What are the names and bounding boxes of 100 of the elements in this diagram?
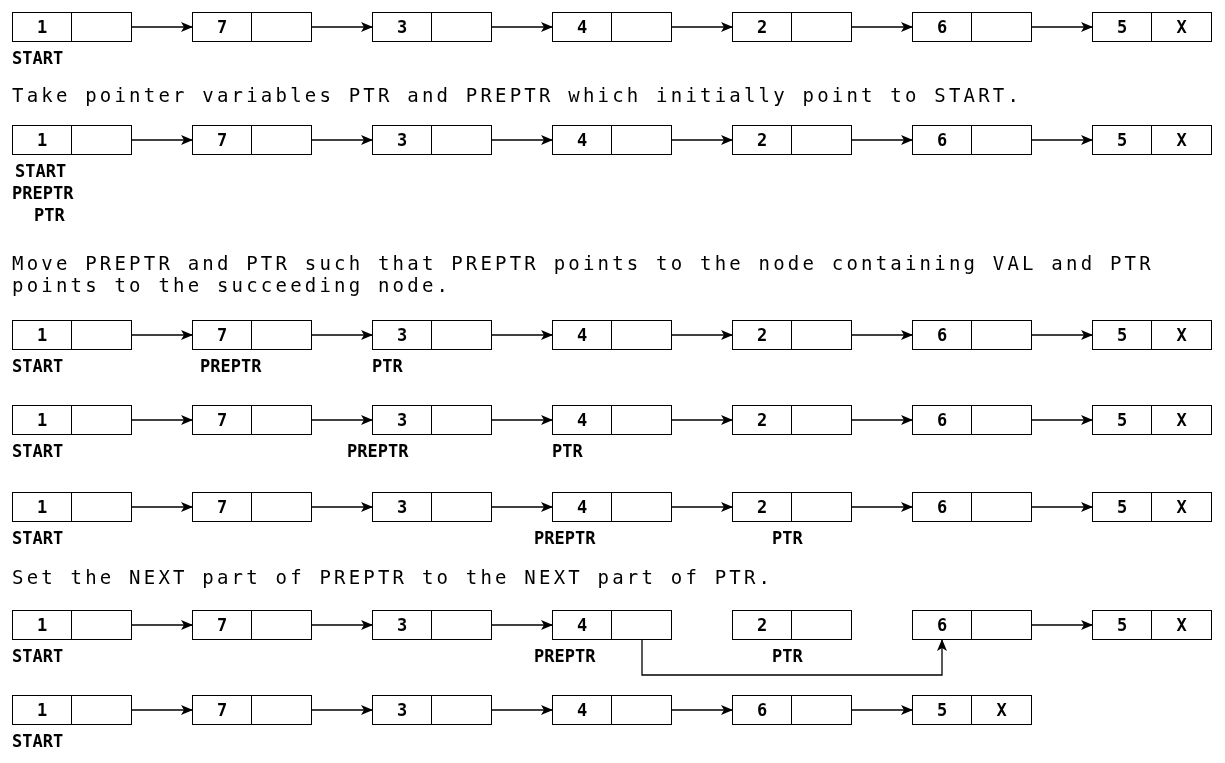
node-value: 6	[936, 497, 948, 517]
step-description: Move PREPTR and PTR such that PREPTR points to the node containing VAL and PTR points to the succeeding node.	[12, 252, 1155, 296]
arrow	[671, 502, 733, 512]
arrow	[131, 620, 193, 630]
null-pointer: X	[1176, 17, 1187, 37]
list-node-box	[372, 125, 492, 155]
list-node-box	[12, 125, 132, 155]
node-value: 1	[36, 17, 48, 37]
arrow	[1031, 22, 1093, 32]
node-value: 1	[36, 410, 48, 430]
step-description: Take pointer variables PTR and PREPTR which initially point to START.	[12, 84, 1024, 106]
pointer-label: START	[12, 528, 64, 548]
pointer-label: START	[12, 646, 64, 666]
pointer-label: PTR	[772, 646, 803, 666]
list-node-box	[372, 492, 492, 522]
node-value: 3	[396, 325, 408, 345]
node-value: 5	[1116, 325, 1128, 345]
node-value: 1	[36, 130, 48, 150]
list-node-box	[552, 695, 672, 725]
arrow	[311, 135, 373, 145]
arrow	[851, 135, 913, 145]
arrow	[1031, 502, 1093, 512]
arrow	[1031, 620, 1093, 630]
node-value: 7	[216, 410, 228, 430]
node-value: 4	[576, 130, 588, 150]
node-value: 6	[936, 410, 948, 430]
list-node-box	[912, 695, 1032, 725]
arrow	[851, 705, 913, 715]
arrow	[671, 330, 733, 340]
pointer-label: PREPTR	[12, 183, 74, 203]
arrow	[851, 502, 913, 512]
arrow	[1031, 330, 1093, 340]
node-value: 5	[1116, 130, 1128, 150]
node-value: 3	[396, 497, 408, 517]
node-value: 7	[216, 325, 228, 345]
list-node-box	[732, 405, 852, 435]
pointer-label: PTR	[772, 528, 803, 548]
list-node-box	[12, 320, 132, 350]
arrow	[311, 330, 373, 340]
node-value: 7	[216, 497, 228, 517]
arrow	[671, 22, 733, 32]
list-node-box	[912, 492, 1032, 522]
pointer-label: PTR	[552, 441, 583, 461]
arrow	[851, 415, 913, 425]
arrow	[131, 705, 193, 715]
arrow	[131, 502, 193, 512]
arrow	[851, 22, 913, 32]
pointer-label: PREPTR	[347, 441, 409, 461]
arrow	[671, 135, 733, 145]
node-value: 2	[756, 130, 768, 150]
arrow	[491, 22, 553, 32]
list-node-box	[1092, 12, 1212, 42]
node-value: 1	[36, 325, 48, 345]
list-node-box	[12, 492, 132, 522]
node-value: 1	[36, 615, 48, 635]
list-node-box	[912, 405, 1032, 435]
node-value: 5	[1116, 615, 1128, 635]
list-node-box	[12, 405, 132, 435]
node-value: 2	[756, 497, 768, 517]
list-node-box	[552, 320, 672, 350]
arrow	[491, 415, 553, 425]
arrow	[671, 415, 733, 425]
list-node-box	[12, 12, 132, 42]
pointer-label: START	[12, 731, 64, 751]
arrow	[131, 330, 193, 340]
pointer-label: START	[15, 161, 67, 181]
list-node-box	[732, 320, 852, 350]
node-value: 2	[756, 325, 768, 345]
node-value: 7	[216, 130, 228, 150]
node-value: 5	[1116, 497, 1128, 517]
node-value: 3	[396, 615, 408, 635]
null-pointer: X	[1176, 325, 1187, 345]
arrow	[491, 330, 553, 340]
arrow	[491, 135, 553, 145]
list-node-box	[552, 492, 672, 522]
list-node-box	[1092, 320, 1212, 350]
step-description: Set the NEXT part of PREPTR to the NEXT part of PTR.	[12, 566, 775, 588]
node-value: 4	[576, 325, 588, 345]
list-node-box	[912, 610, 1032, 640]
node-value: 5	[1116, 410, 1128, 430]
node-value: 1	[36, 700, 48, 720]
node-value: 6	[936, 130, 948, 150]
pointer-label: PTR	[34, 205, 65, 225]
pointer-label: START	[12, 356, 64, 376]
node-value: 3	[396, 700, 408, 720]
pointer-label: PREPTR	[200, 356, 262, 376]
node-value: 5	[1116, 17, 1128, 37]
node-value: 4	[576, 497, 588, 517]
pointer-label: PREPTR	[534, 646, 596, 666]
arrow	[491, 705, 553, 715]
arrow	[641, 639, 947, 676]
list-node-box	[1092, 125, 1212, 155]
node-value: 1	[36, 497, 48, 517]
pointer-label: START	[12, 441, 64, 461]
node-value: 7	[216, 700, 228, 720]
node-value: 6	[936, 325, 948, 345]
list-node-box	[912, 320, 1032, 350]
list-node-box	[192, 405, 312, 435]
list-node-box	[1092, 405, 1212, 435]
null-pointer: X	[1176, 130, 1187, 150]
